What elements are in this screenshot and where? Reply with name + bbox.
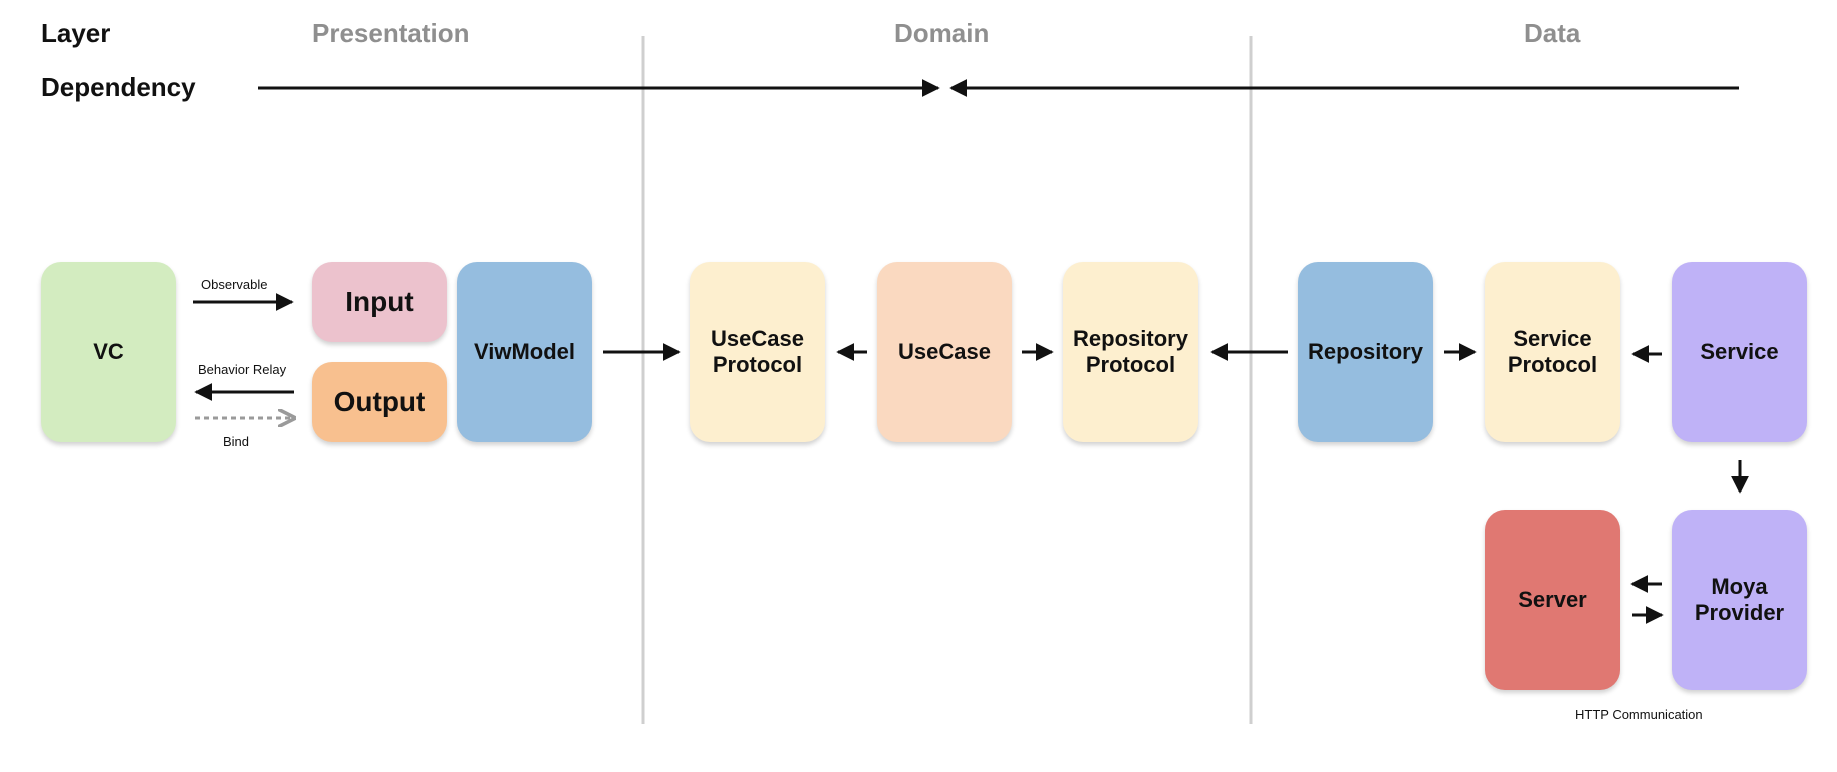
layer-title-presentation: Presentation (312, 18, 470, 48)
observable-label: Observable (201, 277, 268, 292)
layer-header: Layer (41, 18, 111, 48)
http-communication-label: HTTP Communication (1575, 707, 1703, 722)
viewmodel-node: ViwModel (457, 262, 592, 442)
output-node: Output (312, 362, 447, 442)
behavior-relay-label: Behavior Relay (198, 362, 287, 377)
moya-provider-node: Moya Provider (1672, 510, 1807, 690)
dependency-header: Dependency (41, 72, 196, 102)
vc-node: VC (41, 262, 176, 442)
layer-title-data: Data (1524, 18, 1581, 48)
server-node: Server (1485, 510, 1620, 690)
service-protocol-node: Service Protocol (1485, 262, 1620, 442)
bind-label: Bind (223, 434, 250, 449)
layer-title-domain: Domain (894, 18, 990, 48)
repository-protocol-node: Repository Protocol (1063, 262, 1198, 442)
repository-node: Repository (1298, 262, 1433, 442)
usecase-node: UseCase (877, 262, 1012, 442)
input-node: Input (312, 262, 447, 342)
service-node: Service (1672, 262, 1807, 442)
usecase-protocol-node: UseCase Protocol (690, 262, 825, 442)
